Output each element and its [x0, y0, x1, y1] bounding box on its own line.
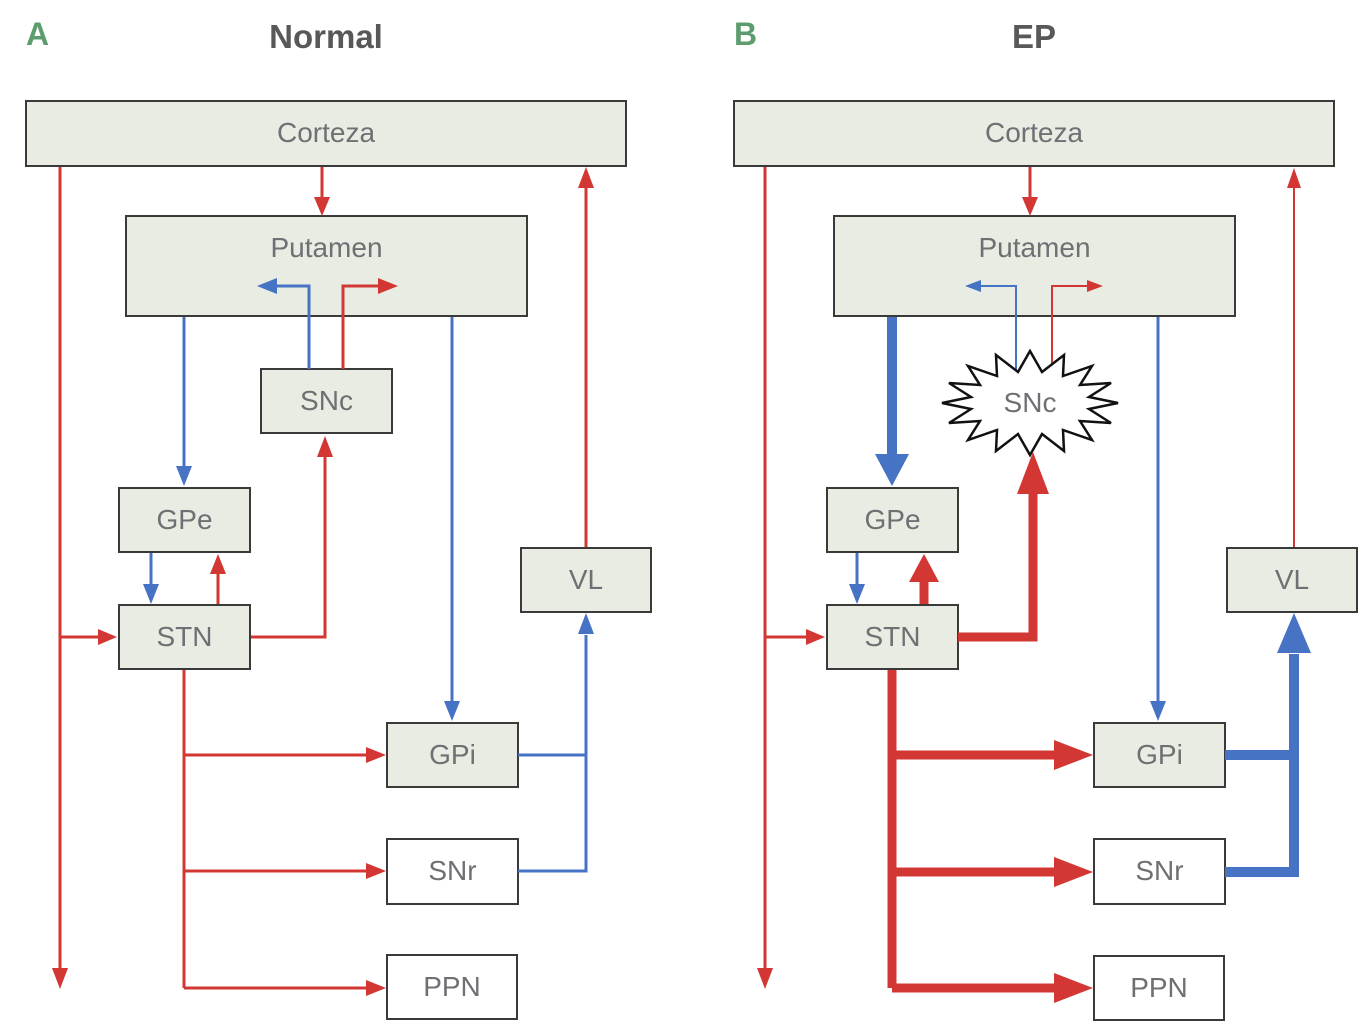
node-putamen-a: Putamen	[125, 215, 528, 317]
node-snr-b-label: SNr	[1135, 855, 1184, 887]
node-gpi-b: GPi	[1093, 722, 1226, 788]
panel-b-title: EP	[1011, 18, 1057, 55]
node-gpi-a: GPi	[386, 722, 519, 788]
arrow-stn-to-snc-b-thick	[958, 452, 1049, 642]
arrow-stn-to-gpi-snr-ppn-a	[182, 670, 386, 996]
panel-b-letter: B	[734, 16, 758, 52]
arrow-corteza-descending-output-b	[757, 167, 773, 989]
node-ppn-a-label: PPN	[423, 970, 481, 1002]
node-vl-a: VL	[520, 547, 652, 613]
arrow-putamen-to-gpe-b-thick	[875, 317, 909, 486]
arrow-putamen-to-gpi-b	[1150, 317, 1166, 721]
node-stn-a: STN	[118, 604, 251, 670]
arrow-gpi-snr-to-vl-a	[518, 613, 594, 873]
panel-a-title: Normal	[269, 18, 383, 55]
node-vl-b-label: VL	[1274, 563, 1310, 595]
node-snc-b-label: SNc	[1003, 387, 1057, 418]
node-ppn-b-label: PPN	[1130, 971, 1188, 1003]
node-gpe-a: GPe	[118, 487, 251, 553]
node-putamen-a-label: Putamen	[270, 232, 383, 263]
arrow-stn-to-gpe-a	[210, 554, 226, 604]
node-stn-b: STN	[826, 604, 959, 670]
arrow-stn-to-gpe-b-thick	[909, 554, 939, 604]
arrow-vl-to-corteza-b	[1287, 168, 1301, 547]
node-gpe-a-label: GPe	[156, 503, 213, 535]
node-corteza-b: Corteza	[733, 100, 1335, 167]
node-stn-a-label: STN	[156, 620, 213, 652]
node-gpe-b: GPe	[826, 487, 959, 553]
arrow-corteza-to-putamen-a	[314, 167, 330, 216]
node-corteza-a: Corteza	[25, 100, 627, 167]
node-snc-a: SNc	[260, 368, 393, 434]
node-ppn-b: PPN	[1093, 955, 1225, 1021]
node-snr-a-label: SNr	[428, 855, 477, 887]
node-gpi-a-label: GPi	[429, 738, 476, 770]
arrow-corteza-to-stn-a	[60, 629, 117, 645]
node-ppn-a: PPN	[386, 954, 518, 1020]
arrow-stn-to-snc-a	[251, 436, 333, 639]
node-gpe-b-label: GPe	[864, 503, 921, 535]
arrow-corteza-descending-output-a	[52, 167, 68, 989]
node-gpi-b-label: GPi	[1136, 738, 1183, 770]
arrow-putamen-to-gpe-a	[176, 317, 192, 486]
node-snr-a: SNr	[386, 838, 519, 905]
node-vl-a-label: VL	[568, 563, 604, 595]
node-putamen-b-label: Putamen	[978, 232, 1091, 263]
arrow-gpe-to-stn-b	[849, 553, 865, 604]
node-corteza-a-label: Corteza	[276, 117, 376, 149]
node-corteza-b-label: Corteza	[984, 117, 1084, 149]
arrow-stn-to-gpi-snr-ppn-b-thick	[887, 670, 1093, 1003]
node-stn-b-label: STN	[864, 620, 921, 652]
arrow-corteza-to-stn-b	[765, 629, 825, 645]
arrow-putamen-to-gpi-a	[444, 317, 460, 721]
node-snr-b: SNr	[1093, 838, 1226, 905]
arrow-gpe-to-stn-a	[143, 553, 159, 604]
arrow-corteza-to-putamen-b	[1022, 167, 1038, 216]
node-vl-b: VL	[1226, 547, 1358, 613]
arrow-gpi-snr-to-vl-b-thick	[1225, 613, 1311, 877]
panel-a-letter: A	[26, 16, 50, 52]
node-putamen-b: Putamen	[833, 215, 1236, 317]
node-snc-a-label: SNc	[300, 384, 353, 416]
arrow-vl-to-corteza-a	[578, 167, 594, 547]
